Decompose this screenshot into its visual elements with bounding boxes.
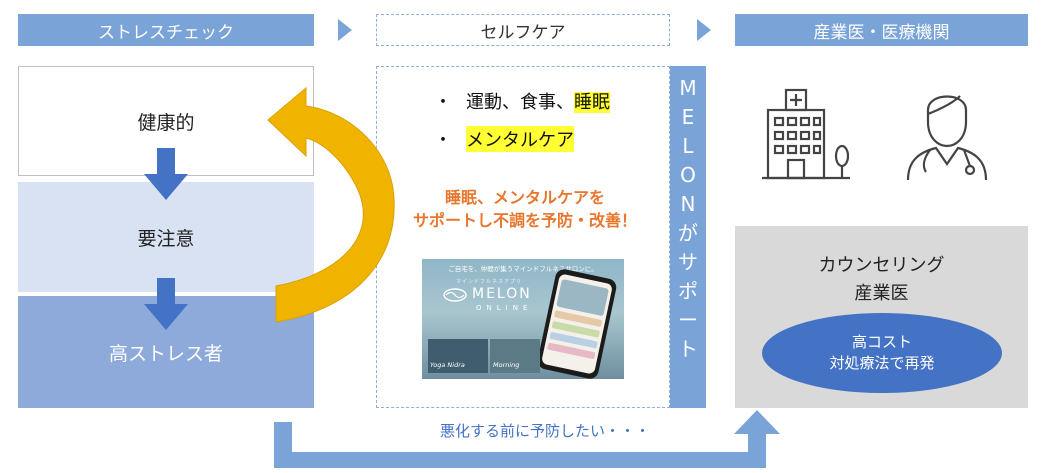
recovery-curved-arrow bbox=[260, 86, 400, 326]
header-stress-check-label: ストレスチェック bbox=[98, 18, 234, 43]
vertical-char: O bbox=[680, 161, 696, 190]
app-tagline: ご自宅を、仲間が集うマインドフルネスサロンに。 bbox=[422, 263, 624, 273]
bullet-sleep: ・ 運動、食事、睡眠 bbox=[434, 88, 610, 114]
thumbnail-1: Yoga Nidra bbox=[428, 339, 488, 373]
bullet-dot: ・ bbox=[434, 88, 452, 114]
vertical-char: M bbox=[679, 74, 696, 103]
vertical-char: E bbox=[682, 103, 695, 132]
vertical-char: L bbox=[682, 132, 693, 161]
high-cost-ellipse: 高コスト 対処療法で再発 bbox=[762, 313, 1002, 393]
vertical-char: N bbox=[681, 190, 696, 219]
header-arrow-2 bbox=[697, 19, 711, 41]
vertical-char: ト bbox=[678, 335, 698, 364]
header-medical: 産業医・医療機関 bbox=[735, 14, 1028, 46]
bullet-dot: ・ bbox=[434, 126, 452, 152]
counseling-text: カウンセリング 産業医 bbox=[735, 252, 1028, 308]
app-brand: MELON bbox=[472, 286, 532, 302]
support-line-2: サポートし不調を予防・改善！ bbox=[390, 209, 660, 232]
thumbnail-1-caption: Yoga Nidra bbox=[430, 361, 465, 369]
doctor-icon bbox=[900, 86, 996, 182]
hospital-building-icon bbox=[760, 88, 852, 180]
support-line-1: 睡眠、メンタルケアを bbox=[390, 186, 660, 209]
down-arrow-1 bbox=[144, 148, 188, 200]
melon-logo-icon bbox=[442, 288, 468, 302]
vertical-char: が bbox=[678, 219, 698, 248]
stage-caution-label: 要注意 bbox=[137, 224, 194, 251]
bullet-mental: ・ メンタルケア bbox=[434, 126, 574, 152]
stage-high-stress-label: 高ストレス者 bbox=[109, 339, 223, 366]
melon-app-image: ご自宅を、仲間が集うマインドフルネスサロンに。 マインドフルネスアプリ MELO… bbox=[422, 259, 624, 379]
phone-mockup bbox=[536, 268, 618, 379]
vertical-char: サ bbox=[678, 248, 698, 277]
bullet-1-highlight: 睡眠 bbox=[574, 92, 610, 113]
support-message: 睡眠、メンタルケアを サポートし不調を予防・改善！ bbox=[390, 186, 660, 232]
prevention-note: 悪化する前に予防したい・・・ bbox=[420, 420, 670, 441]
header-arrow-1 bbox=[338, 19, 352, 41]
stage-healthy-label: 健康的 bbox=[137, 108, 194, 135]
counseling-line-1: カウンセリング bbox=[735, 252, 1028, 280]
header-self-care-label: セルフケア bbox=[481, 18, 566, 43]
melon-support-vertical: M E L O N が サ ポ ー ト bbox=[670, 66, 706, 408]
vertical-char: ー bbox=[678, 306, 698, 335]
down-arrow-2 bbox=[144, 278, 188, 330]
bullet-2-highlight: メンタルケア bbox=[466, 126, 574, 152]
bullet-1-text: 運動、食事、 bbox=[466, 92, 574, 113]
vertical-char: ポ bbox=[678, 277, 698, 306]
app-brand-sub: ONLINE bbox=[476, 304, 532, 312]
header-medical-label: 産業医・医療機関 bbox=[814, 18, 950, 43]
header-self-care: セルフケア bbox=[376, 14, 670, 46]
counseling-line-2: 産業医 bbox=[735, 280, 1028, 308]
thumbnail-2: Morning bbox=[490, 339, 540, 373]
app-subtitle: マインドフルネスアプリ bbox=[456, 278, 522, 285]
cost-line-2: 対処療法で再発 bbox=[829, 353, 934, 374]
thumbnail-2-caption: Morning bbox=[493, 361, 519, 369]
header-stress-check: ストレスチェック bbox=[18, 14, 314, 46]
cost-line-1: 高コスト bbox=[852, 332, 912, 353]
